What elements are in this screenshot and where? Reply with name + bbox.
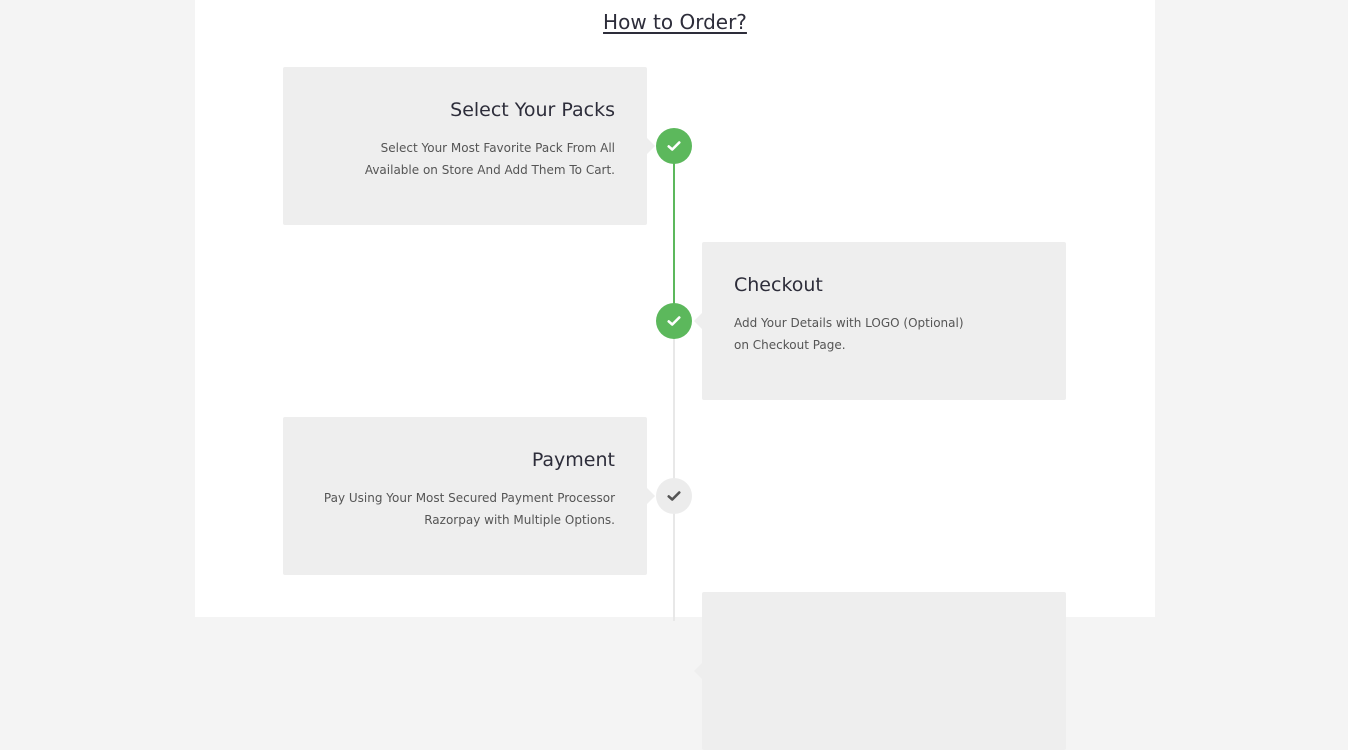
step-2-check-icon [656, 303, 692, 339]
step-description: Add Your Details with LOGO (Optional) on… [734, 316, 964, 352]
step-title: Checkout [734, 274, 823, 296]
step-card-next [694, 592, 1066, 750]
order-steps-section: How to Order? Select Your Packs Select Y… [195, 0, 1155, 750]
step-card-select-packs: Select Your Packs Select Your Most Favor… [283, 67, 655, 225]
step-card-checkout: Checkout Add Your Details with LOGO (Opt… [694, 242, 1066, 400]
step-description: Pay Using Your Most Secured Payment Proc… [323, 491, 615, 527]
step-title: Select Your Packs [450, 99, 615, 121]
step-1-check-icon [656, 128, 692, 164]
step-3-check-icon [656, 478, 692, 514]
step-description: Select Your Most Favorite Pack From All … [364, 141, 615, 177]
timeline-line-completed [673, 146, 675, 321]
step-title: Payment [531, 449, 615, 471]
how-to-order-link[interactable]: How to Order? [603, 10, 747, 34]
step-card-payment: Payment Pay Using Your Most Secured Paym… [283, 417, 655, 575]
timeline-line-pending [673, 321, 675, 621]
